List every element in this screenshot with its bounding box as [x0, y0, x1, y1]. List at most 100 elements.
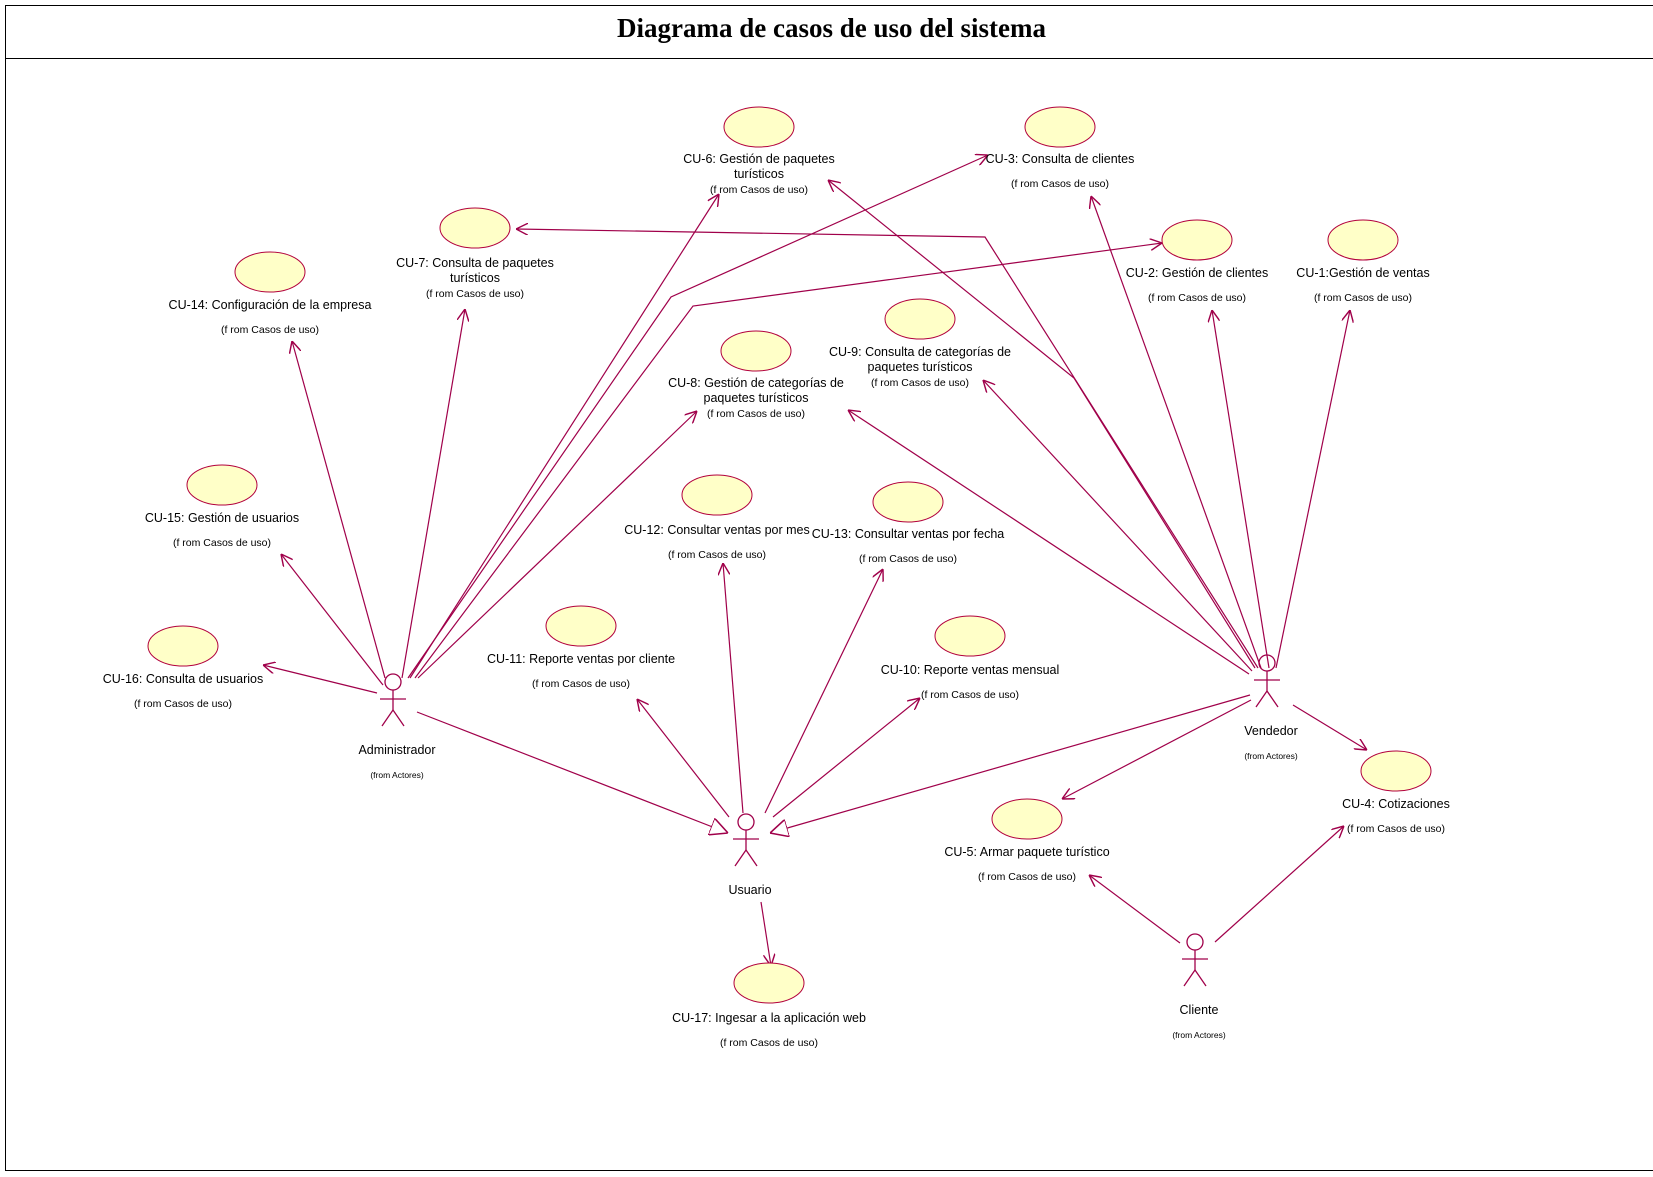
- use-case-cu2[interactable]: CU-2: Gestión de clientes (f rom Casos de…: [1126, 219, 1268, 304]
- use-case-package: (f rom Casos de uso): [859, 553, 957, 565]
- use-case-ellipse: [1024, 106, 1096, 148]
- use-case-cu9[interactable]: CU-9: Consulta de categorías depaquetes …: [829, 298, 1011, 389]
- actor-leg-left: [1183, 969, 1196, 987]
- actor-leg-right: [392, 709, 405, 727]
- use-case-label: CU-3: Consulta de clientes: [986, 152, 1135, 166]
- use-case-cu4[interactable]: CU-4: Cotizaciones (f rom Casos de uso): [1342, 750, 1450, 835]
- use-case-cu16[interactable]: CU-16: Consulta de usuarios(f rom Casos …: [103, 625, 264, 710]
- use-case-ellipse: [991, 798, 1063, 840]
- association-vendedor-cu2: [1212, 310, 1270, 669]
- actor-package: (from Actores): [370, 770, 424, 780]
- actor-leg-right: [1194, 969, 1207, 987]
- actor-leg-left: [734, 849, 747, 867]
- use-case-package: (f rom Casos de uso): [978, 871, 1076, 883]
- use-case-package: (f rom Casos de uso): [871, 377, 969, 389]
- actor-leg-right: [745, 849, 758, 867]
- actor-name: Usuario: [728, 883, 771, 897]
- association-administrador-cu16: [263, 665, 378, 694]
- actor-leg-left: [381, 709, 394, 727]
- use-case-cu1[interactable]: CU-1:Gestión de ventas (f rom Casos de us…: [1296, 219, 1430, 304]
- use-case-label: CU-7: Consulta de paquetes: [396, 256, 554, 270]
- actor-leg-left: [1255, 690, 1268, 708]
- use-case-ellipse: [872, 481, 944, 523]
- use-case-package: (f rom Casos de uso): [532, 678, 630, 690]
- use-case-package: (f rom Casos de uso): [1148, 292, 1246, 304]
- association-administrador-cu2: [414, 243, 1162, 679]
- use-case-cu15[interactable]: CU-15: Gestión de usuarios (f rom Casos d…: [145, 464, 299, 549]
- use-case-package: (f rom Casos de uso): [707, 408, 805, 420]
- association-usuario-cu13: [764, 569, 883, 814]
- use-case-ellipse: [1360, 750, 1432, 792]
- use-case-label: CU-2: Gestión de clientes: [1126, 266, 1268, 280]
- use-case-package: (f rom Casos de uso): [1011, 178, 1109, 190]
- use-case-label: CU-13: Consultar ventas por fecha: [812, 527, 1005, 541]
- association-vendedor-cu3: [1091, 196, 1262, 669]
- use-case-cu17[interactable]: CU-17: Ingesar a la aplicación web(f rom…: [672, 962, 866, 1049]
- associations-layer: [263, 155, 1367, 966]
- use-case-ellipse: [720, 330, 792, 372]
- actor-leg-right: [1266, 690, 1279, 708]
- use-case-label: CU-12: Consultar ventas por mes: [624, 523, 810, 537]
- use-case-cu11[interactable]: CU-11: Reporte ventas por cliente (f rom …: [487, 605, 675, 690]
- use-case-ellipse: [545, 605, 617, 647]
- actor-package: (from Actores): [1172, 1030, 1226, 1040]
- use-case-ellipse: [186, 464, 258, 506]
- association-administrador-cu7: [401, 309, 465, 679]
- use-case-package: (f rom Casos de uso): [426, 288, 524, 300]
- use-case-package: (f rom Casos de uso): [1347, 823, 1445, 835]
- use-case-package: (f rom Casos de uso): [134, 698, 232, 710]
- association-usuario-cu11: [637, 699, 730, 818]
- use-case-ellipse: [934, 615, 1006, 657]
- use-case-label: CU-1:Gestión de ventas: [1296, 266, 1429, 280]
- actor-package: (from Actores): [1244, 751, 1298, 761]
- association-administrador-cu6: [409, 194, 719, 679]
- use-case-package: (f rom Casos de uso): [710, 184, 808, 196]
- use-case-label: paquetes turísticos: [868, 360, 973, 374]
- use-case-label: CU-4: Cotizaciones: [1342, 797, 1450, 811]
- actor-head: [384, 673, 402, 691]
- use-case-cu14[interactable]: CU-14: Configuración de la empresa (f rom…: [169, 251, 372, 336]
- use-case-label: CU-14: Configuración de la empresa: [169, 298, 372, 312]
- use-case-package: (f rom Casos de uso): [1314, 292, 1412, 304]
- association-usuario-cu12: [723, 563, 744, 814]
- use-case-label: CU-10: Reporte ventas mensual: [881, 663, 1060, 677]
- use-case-cu5[interactable]: CU-5: Armar paquete turístico(f rom Caso…: [944, 798, 1110, 883]
- use-case-package: (f rom Casos de uso): [221, 324, 319, 336]
- actor-cliente[interactable]: Cliente(from Actores): [1172, 933, 1226, 1040]
- use-case-cu12[interactable]: CU-12: Consultar ventas por mes(f rom Ca…: [624, 474, 810, 561]
- association-vendedor-cu1: [1275, 310, 1350, 669]
- actor-usuario[interactable]: Usuario: [728, 813, 772, 897]
- association-vendedor-cu5: [1062, 699, 1252, 799]
- use-case-label: CU-11: Reporte ventas por cliente: [487, 652, 675, 666]
- use-case-ellipse: [1161, 219, 1233, 261]
- use-case-cu13[interactable]: CU-13: Consultar ventas por fecha (f rom …: [812, 481, 1005, 565]
- association-vendedor-cu9: [983, 380, 1253, 672]
- diagram-title: Diagrama de casos de uso del sistema: [617, 13, 1046, 43]
- association-vendedor-cu7: [516, 229, 1259, 669]
- generalization-administrador-usuario: [416, 711, 728, 833]
- use-case-label: CU-15: Gestión de usuarios: [145, 511, 299, 525]
- actor-vendedor[interactable]: Vendedor(from Actores): [1244, 654, 1298, 761]
- association-administrador-cu3: [407, 155, 988, 679]
- association-usuario-cu10: [772, 698, 920, 818]
- use-case-label: CU-9: Consulta de categorías de: [829, 345, 1011, 359]
- use-case-label: turísticos: [450, 271, 500, 285]
- generalization-vendedor-usuario: [770, 694, 1251, 833]
- use-case-ellipse: [884, 298, 956, 340]
- use-case-package: (f rom Casos de uso): [173, 537, 271, 549]
- association-cliente-cu4: [1214, 826, 1344, 943]
- use-case-ellipse: [723, 106, 795, 148]
- use-case-cu10[interactable]: CU-10: Reporte ventas mensual(f rom Caso…: [881, 615, 1060, 701]
- use-case-ellipse: [681, 474, 753, 516]
- use-case-ellipse: [439, 207, 511, 249]
- association-administrador-cu14: [292, 341, 386, 679]
- use-case-label: CU-8: Gestión de categorías de: [668, 376, 844, 390]
- actor-administrador[interactable]: Administrador(from Actores): [358, 673, 436, 780]
- use-case-ellipse: [733, 962, 805, 1004]
- use-case-cu3[interactable]: CU-3: Consulta de clientes (f rom Casos d…: [986, 106, 1135, 190]
- use-case-ellipse: [147, 625, 219, 667]
